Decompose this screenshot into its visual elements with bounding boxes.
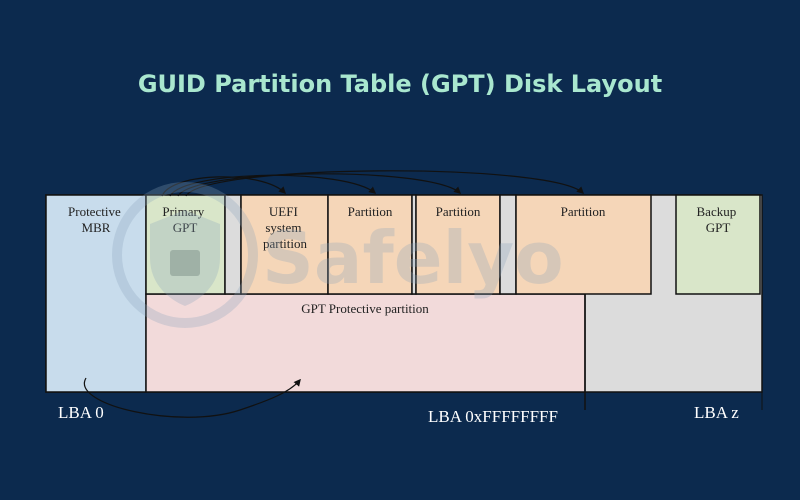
watermark-shield-icon <box>150 210 220 306</box>
partition-entry-arrows <box>161 170 585 197</box>
protective-mbr-label: Protective MBR <box>68 204 124 235</box>
partition-block-2 <box>415 194 501 295</box>
primary-gpt-block <box>145 194 226 295</box>
watermark-text: Safelyo <box>262 216 564 300</box>
partition-2-label: Partition <box>436 204 481 219</box>
lba-0xffffffff-label: LBA 0xFFFFFFFF <box>428 407 558 426</box>
arrow-mbr-to-protective-partition <box>83 377 301 418</box>
watermark-logo-ring <box>112 182 258 328</box>
diagram-title: GUID Partition Table (GPT) Disk Layout <box>137 70 663 98</box>
uefi-partition-label: UEFI system partition <box>263 204 308 251</box>
partition-3-label: Partition <box>561 204 606 219</box>
gpt-protective-partition-block <box>145 293 586 393</box>
primary-gpt-label: Primary GPT <box>162 204 207 235</box>
gpt-protective-partition-label: GPT Protective partition <box>301 301 429 316</box>
backup-gpt-label: Backup GPT <box>697 204 740 235</box>
safelyo-watermark: Safelyo <box>112 182 564 328</box>
arrow-to-partition-2 <box>177 173 462 197</box>
lba-0-label: LBA 0 <box>58 403 104 422</box>
watermark-lock-icon <box>170 250 200 276</box>
partition-block-1 <box>327 194 413 295</box>
uefi-partition-block <box>240 194 329 295</box>
lba-z-label: LBA z <box>694 403 739 422</box>
arrow-to-partition-3 <box>185 170 585 197</box>
protective-mbr-block <box>45 194 147 393</box>
backup-gpt-block <box>675 194 761 295</box>
partition-1-label: Partition <box>348 204 393 219</box>
arrow-to-uefi-partition <box>161 176 287 197</box>
partition-block-3 <box>515 194 652 295</box>
